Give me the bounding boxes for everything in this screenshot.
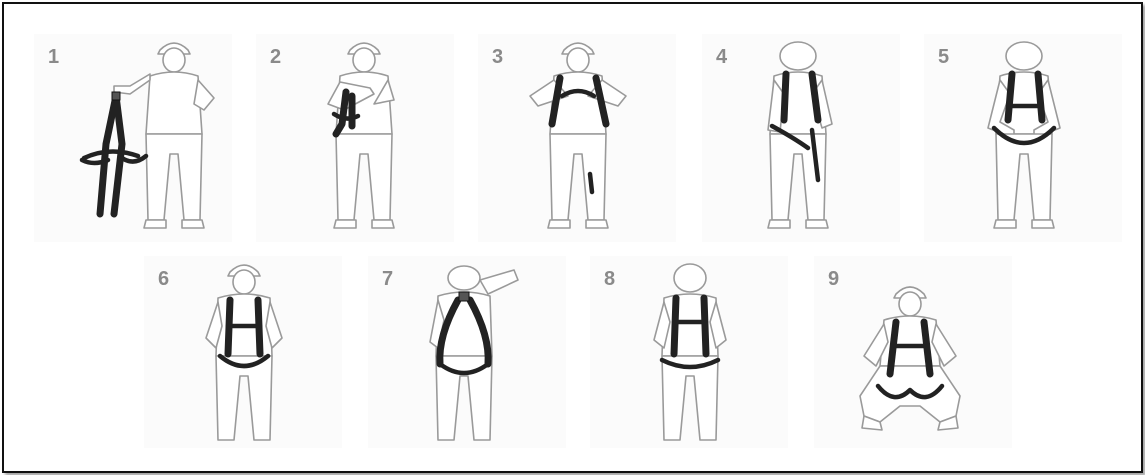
step-panel-3: 3: [478, 34, 676, 242]
step-panel-6: 6: [144, 256, 342, 448]
step-panel-5: 5: [924, 34, 1122, 242]
worker-figure-4: [702, 34, 900, 242]
worker-figure-8: [590, 256, 788, 448]
worker-figure-7: [368, 256, 566, 448]
worker-figure-2: [256, 34, 454, 242]
step-panel-2: 2: [256, 34, 454, 242]
worker-figure-1: [34, 34, 232, 242]
step-panel-9: 9: [814, 256, 1012, 448]
harness-1: [82, 92, 146, 214]
worker-figure-6: [144, 256, 342, 448]
step-panel-1: 1: [34, 34, 232, 242]
worker-figure-3: [478, 34, 676, 242]
worker-figure-9: [814, 256, 1012, 448]
step-panel-7: 7: [368, 256, 566, 448]
worker-figure-5: [924, 34, 1122, 242]
step-panel-8: 8: [590, 256, 788, 448]
step-panel-4: 4: [702, 34, 900, 242]
